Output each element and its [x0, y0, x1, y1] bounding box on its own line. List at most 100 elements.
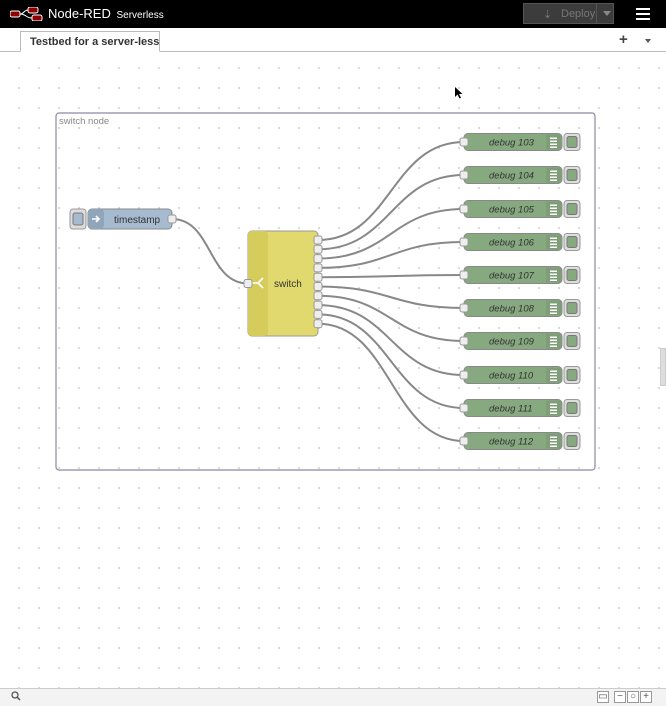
list-icon — [550, 412, 557, 414]
list-icon — [550, 406, 557, 408]
debug-toggle-face[interactable] — [566, 203, 578, 215]
deploy-button[interactable]: ⇣ Deploy — [523, 3, 614, 24]
list-icon — [550, 137, 557, 139]
list-icon — [550, 237, 557, 239]
debug-toggle-face[interactable] — [566, 236, 578, 248]
tab-menu-icon[interactable] — [645, 39, 651, 43]
list-icon — [550, 370, 557, 372]
app-title: Node-RED Serverless — [48, 6, 164, 21]
output-port[interactable] — [313, 291, 323, 301]
list-icon — [550, 273, 557, 275]
input-port[interactable] — [243, 279, 253, 288]
wire — [171, 218, 249, 285]
debug-label: debug 103 — [489, 138, 535, 149]
output-port[interactable] — [313, 309, 323, 319]
inject-arrow-icon — [92, 215, 101, 223]
wire — [317, 208, 465, 260]
wire — [317, 313, 465, 409]
deploy-dropdown-icon[interactable] — [603, 11, 611, 16]
input-port[interactable] — [459, 237, 469, 247]
mouse-pointer-icon — [455, 87, 463, 99]
list-icon — [550, 445, 557, 447]
wire — [317, 174, 465, 251]
list-icon — [550, 303, 557, 305]
app-name: Node-RED — [48, 6, 111, 21]
zoom-out-icon[interactable]: − — [614, 691, 626, 703]
search-icon[interactable] — [10, 691, 22, 703]
debug-label: debug 111 — [489, 404, 533, 415]
inject-button-face[interactable] — [72, 212, 84, 226]
output-port[interactable] — [313, 263, 323, 273]
list-icon — [550, 170, 557, 172]
debug-toggle-face[interactable] — [566, 269, 578, 281]
output-port[interactable] — [313, 282, 323, 291]
list-icon — [550, 240, 557, 242]
input-port[interactable] — [459, 170, 469, 180]
list-icon — [550, 213, 557, 215]
deploy-label: Deploy — [561, 8, 596, 20]
list-icon — [550, 436, 557, 438]
output-port[interactable] — [313, 235, 323, 245]
input-port[interactable] — [459, 370, 469, 380]
group-box[interactable] — [55, 112, 596, 471]
wire — [317, 285, 465, 309]
list-icon — [550, 176, 557, 178]
list-icon — [550, 376, 557, 378]
zoom-in-icon[interactable]: + — [640, 691, 652, 703]
add-tab-icon[interactable]: + — [619, 31, 628, 48]
debug-toggle-face[interactable] — [566, 169, 578, 181]
list-icon — [550, 306, 557, 308]
list-icon — [550, 403, 557, 405]
list-icon — [550, 312, 557, 314]
output-port[interactable] — [313, 319, 323, 329]
list-icon — [550, 345, 557, 347]
debug-toggle-face[interactable] — [566, 136, 578, 148]
tab-flow[interactable]: Testbed for a server-less No — [20, 31, 160, 52]
input-port[interactable] — [459, 436, 469, 446]
debug-label: debug 108 — [489, 304, 535, 315]
workspace-tabs: Testbed for a server-less No + — [0, 28, 666, 52]
list-icon — [550, 309, 557, 311]
output-port[interactable] — [313, 254, 323, 264]
zoom-reset-icon[interactable]: ○ — [627, 691, 639, 703]
list-icon — [550, 276, 557, 278]
list-icon — [550, 339, 557, 341]
list-icon — [550, 270, 557, 272]
debug-toggle-face[interactable] — [566, 402, 578, 414]
navigator-icon[interactable]: ▭ — [597, 691, 609, 703]
output-port[interactable] — [167, 214, 177, 224]
switch-icon — [252, 277, 264, 289]
debug-label: debug 109 — [489, 337, 535, 348]
output-port[interactable] — [313, 272, 323, 282]
input-port[interactable] — [459, 303, 469, 313]
list-icon — [550, 409, 557, 411]
debug-toggle-face[interactable] — [566, 435, 578, 447]
debug-label: debug 112 — [489, 437, 534, 448]
list-icon — [550, 173, 557, 175]
input-port[interactable] — [459, 204, 469, 214]
wire — [317, 304, 465, 376]
list-icon — [550, 379, 557, 381]
input-port[interactable] — [459, 270, 469, 280]
deploy-icon: ⇣ — [543, 9, 553, 21]
group-label: switch node — [59, 116, 109, 127]
debug-toggle-face[interactable] — [566, 302, 578, 314]
output-port[interactable] — [313, 244, 323, 254]
hamburger-menu-icon[interactable] — [633, 5, 653, 23]
list-icon — [550, 336, 557, 338]
vertical-scrollbar[interactable] — [660, 348, 666, 386]
debug-toggle-face[interactable] — [566, 369, 578, 381]
debug-label: debug 106 — [489, 238, 535, 249]
list-icon — [550, 373, 557, 375]
list-icon — [550, 243, 557, 245]
list-icon — [550, 179, 557, 181]
workspace-footer: ▭ − ○ + — [0, 688, 666, 706]
output-port[interactable] — [313, 300, 323, 310]
input-port[interactable] — [459, 336, 469, 346]
input-port[interactable] — [459, 403, 469, 413]
debug-toggle-face[interactable] — [566, 335, 578, 347]
input-port[interactable] — [459, 137, 469, 147]
wire — [317, 322, 465, 442]
